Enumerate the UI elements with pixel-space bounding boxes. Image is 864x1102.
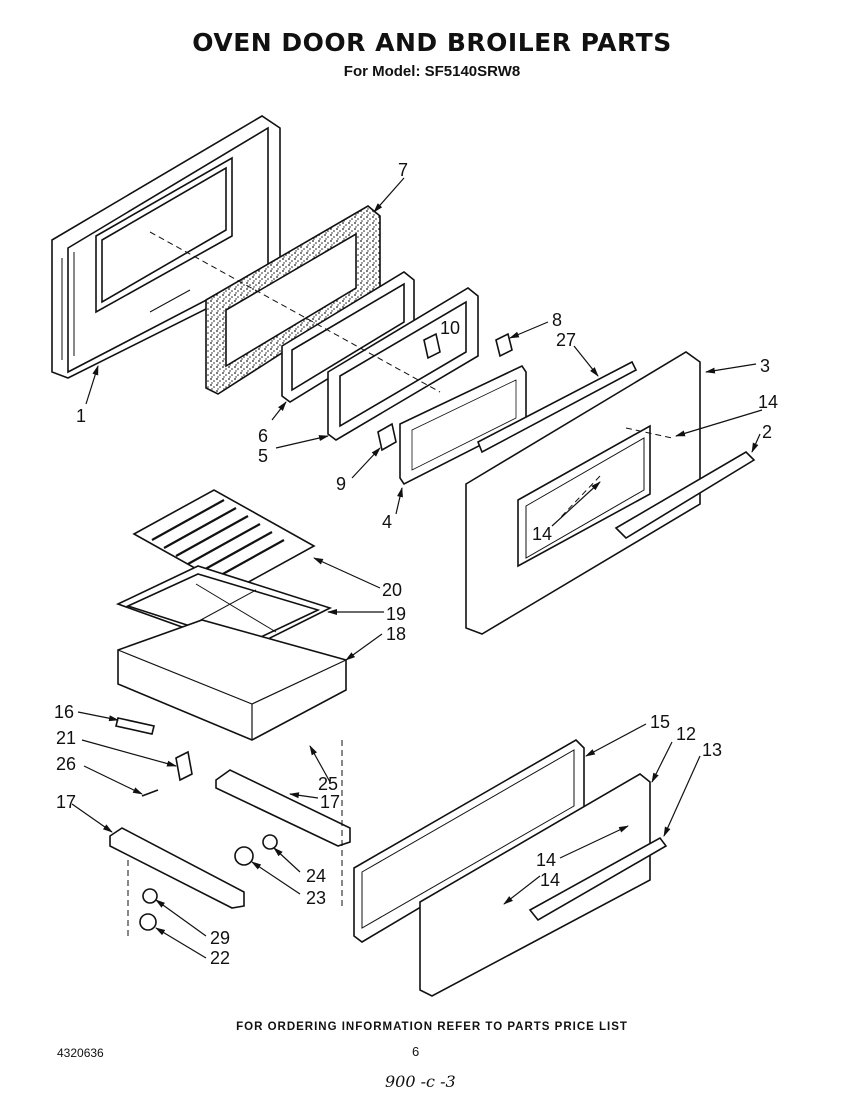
callout-21: 21 xyxy=(56,728,76,748)
callout-14: 14 xyxy=(536,850,556,870)
callout-10: 10 xyxy=(440,318,460,338)
callout-23: 23 xyxy=(306,888,326,908)
callout-26: 26 xyxy=(56,754,76,774)
handwritten-note: 900 -c -3 xyxy=(385,1072,456,1091)
callout-14: 14 xyxy=(532,524,552,544)
part-7-door-gasket xyxy=(205,205,381,395)
callout-17: 17 xyxy=(56,792,76,812)
part-16-element xyxy=(115,717,155,735)
part-17-slide-right xyxy=(215,769,351,847)
callout-20: 20 xyxy=(382,580,402,600)
document-number: 4320636 xyxy=(57,1046,104,1060)
part-3-outer-door xyxy=(465,351,701,635)
callout-7: 7 xyxy=(398,160,408,180)
callout-6: 6 xyxy=(258,426,268,446)
callout-16: 16 xyxy=(54,702,74,722)
callout-27: 27 xyxy=(556,330,576,350)
ordering-note: FOR ORDERING INFORMATION REFER TO PARTS … xyxy=(236,1021,628,1033)
callout-4: 4 xyxy=(382,512,392,532)
part-21-bracket xyxy=(175,750,193,782)
callout-3: 3 xyxy=(760,356,770,376)
callout-9: 9 xyxy=(336,474,346,494)
part-9-bracket xyxy=(377,422,397,452)
part-12-broiler-door-outer xyxy=(419,773,651,997)
part-26-screw xyxy=(141,789,159,797)
part-10-bracket xyxy=(423,332,441,360)
model-subtitle: For Model: SF5140SRW8 xyxy=(343,63,521,80)
callout-14: 14 xyxy=(758,392,778,412)
callout-29: 29 xyxy=(210,928,230,948)
callout-14: 14 xyxy=(540,870,560,890)
part-18-broiler-pan xyxy=(117,619,347,741)
part-13-broiler-handle xyxy=(528,836,668,922)
callout-17: 17 xyxy=(320,792,340,812)
page-title: OVEN DOOR AND BROILER PARTS xyxy=(192,28,672,57)
part-5-inner-glass xyxy=(327,287,479,441)
part-29-roller xyxy=(142,888,158,904)
callout-25: 25 xyxy=(318,774,338,794)
part-22-roller xyxy=(139,913,157,931)
part-2-door-handle xyxy=(614,450,756,540)
callout-8: 8 xyxy=(552,310,562,330)
callout-15: 15 xyxy=(650,712,670,732)
callout-18: 18 xyxy=(386,624,406,644)
part-23-roller xyxy=(234,846,254,866)
callout-13: 13 xyxy=(702,740,722,760)
page-number: 6 xyxy=(412,1044,420,1059)
callout-1: 1 xyxy=(76,406,86,426)
callout-2: 2 xyxy=(762,422,772,442)
callout-12: 12 xyxy=(676,724,696,744)
part-24-roller xyxy=(262,834,278,850)
callout-5: 5 xyxy=(258,446,268,466)
callout-22: 22 xyxy=(210,948,230,968)
callout-19: 19 xyxy=(386,604,406,624)
part-8-bracket xyxy=(495,332,513,358)
part-17-slide-left xyxy=(109,827,245,909)
callout-24: 24 xyxy=(306,866,326,886)
